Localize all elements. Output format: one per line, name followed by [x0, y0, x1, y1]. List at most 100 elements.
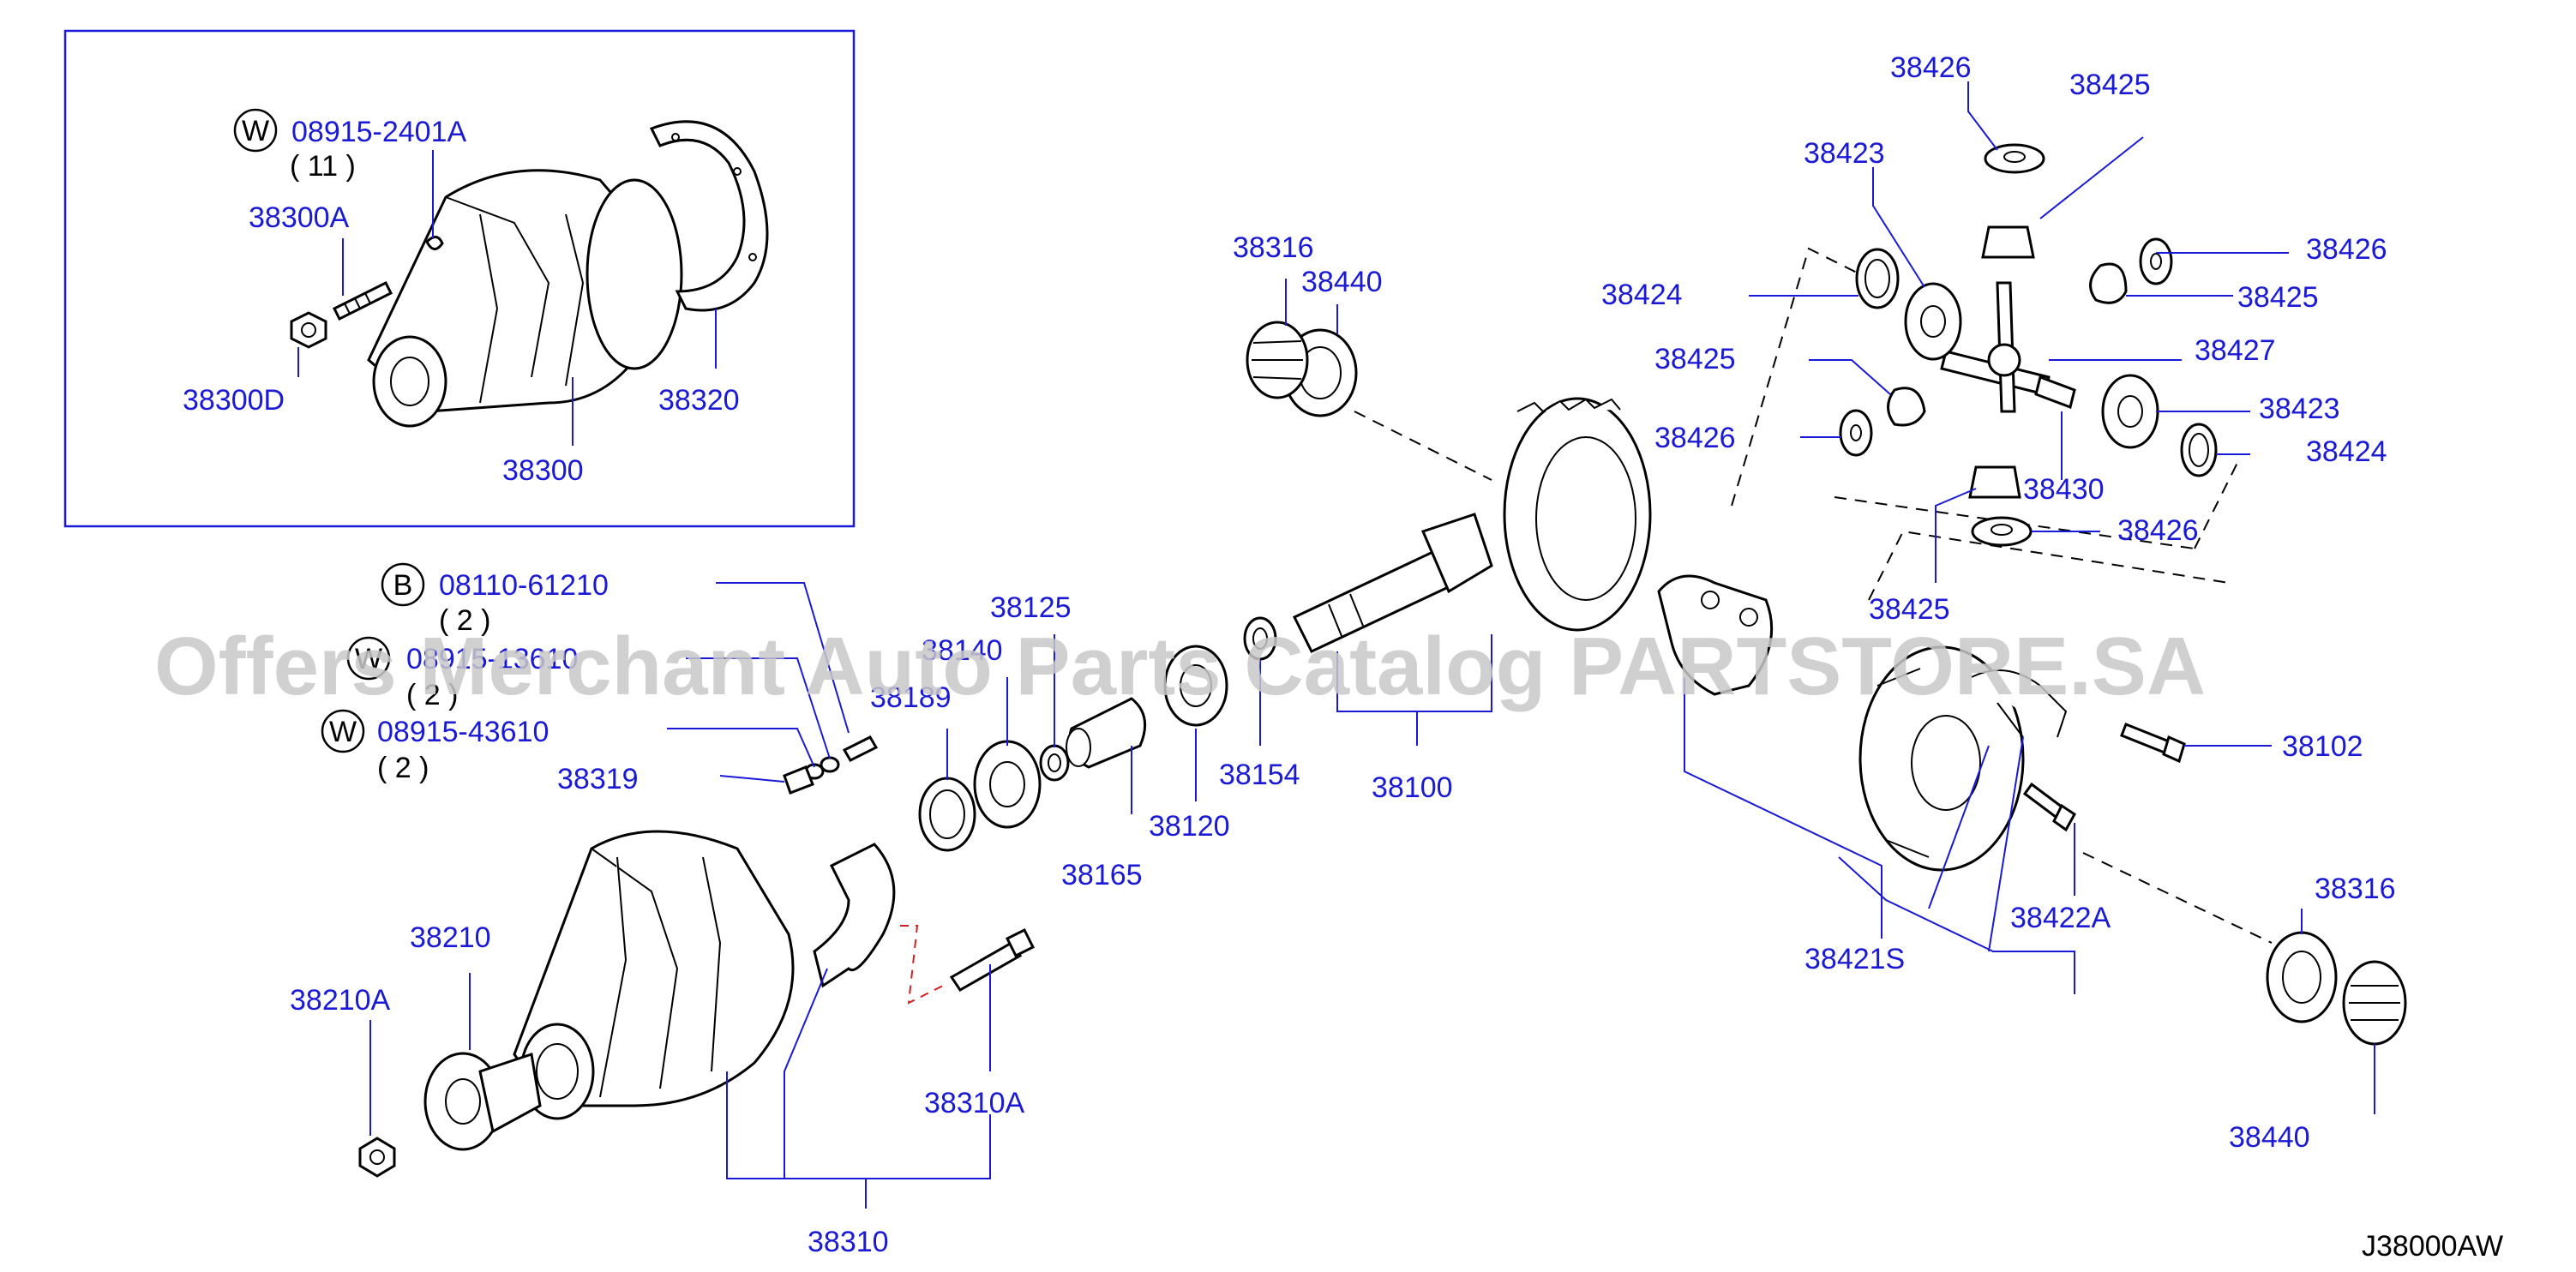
bearing-38440-lower[interactable] [2266, 931, 2338, 1023]
part-label: 38426 [2306, 233, 2387, 266]
ring-gear-38100[interactable] [1503, 397, 1652, 632]
leader-lines [369, 81, 2375, 1209]
part-label: 38210 [410, 921, 491, 954]
part-label: 38120 [1149, 810, 1230, 843]
w-badge-08915-2401A: W [233, 108, 278, 153]
assembly-axis-dashed [1354, 411, 1492, 481]
part-label: 08915-13610 [406, 643, 578, 675]
part-label: 38424 [2306, 435, 2387, 468]
svg-text:W: W [242, 115, 269, 147]
internals-dashed-outline [1868, 530, 2230, 601]
thrust-washer-38426-left[interactable] [1839, 409, 1873, 457]
bearing-38140[interactable] [973, 740, 1042, 829]
differential-case-38421S[interactable] [1858, 645, 2025, 872]
b-badge-08110-61210: B [381, 562, 425, 607]
assembly-inset-frame [63, 29, 856, 528]
thrust-washer-38426-right[interactable] [2139, 237, 2173, 285]
part-label: 38100 [1372, 771, 1453, 804]
differential-case-half-38421S[interactable] [1657, 574, 1774, 696]
nut-38210A[interactable] [358, 1137, 396, 1178]
part-label: 38427 [2195, 334, 2276, 367]
side-gear-38423-left[interactable] [1904, 282, 1962, 361]
bolt-38310A[interactable] [949, 927, 1036, 992]
bearing-race-38316-lower[interactable] [2342, 960, 2407, 1046]
part-label: 38426 [1654, 422, 1736, 454]
pinion-mate-38425-right[interactable] [2089, 262, 2128, 304]
svg-text:B: B [393, 569, 413, 602]
pinion-mate-38425-left[interactable] [1887, 387, 1926, 427]
oil-seal-38189[interactable] [918, 777, 976, 852]
bearing-cap-38310[interactable] [813, 843, 896, 988]
w-badge-08915-43610: W [321, 709, 365, 753]
bolt-38102[interactable] [2120, 723, 2186, 764]
quantity-label: ( 2 ) [406, 679, 458, 711]
side-gear-38423-right[interactable] [2101, 374, 2159, 449]
part-label: 38300A [249, 201, 350, 234]
part-label: 38316 [2315, 873, 2396, 905]
pin-38430[interactable] [2034, 375, 2076, 409]
quantity-label: ( 2 ) [439, 604, 490, 637]
stud-38300A[interactable] [332, 280, 393, 321]
pinion-mate-38425-bottom[interactable] [1968, 465, 2021, 499]
part-label: 38423 [1804, 137, 1885, 170]
part-label: 38319 [557, 763, 639, 795]
lock-plate-38421S[interactable] [1971, 669, 2068, 738]
part-label: 08915-2401A [291, 116, 467, 148]
svg-text:W: W [329, 716, 357, 748]
watermark-text: Offers Merchant Auto Parts Catalog PARTS… [154, 621, 2206, 712]
part-label: 38423 [2259, 393, 2340, 425]
part-label: 38440 [1301, 266, 1383, 298]
part-label: 38310A [924, 1087, 1025, 1119]
washer-38154[interactable] [1243, 616, 1277, 661]
thrust-washer-38424-left[interactable] [1855, 248, 1900, 309]
w-badge-08915-13610: W [346, 636, 391, 681]
bearing-38120[interactable] [1163, 645, 1228, 727]
nut-38300D[interactable] [290, 311, 327, 349]
svg-text:W: W [355, 643, 382, 675]
part-label: 38425 [1654, 343, 1736, 375]
bracket-38319[interactable] [783, 765, 814, 795]
thrust-washer-38426-bottom[interactable] [1971, 516, 2033, 547]
washer-08915-2401A[interactable] [425, 236, 444, 250]
part-label: 38440 [2229, 1121, 2310, 1154]
part-label: 38422A [2010, 902, 2111, 934]
part-label: 38300D [183, 384, 285, 417]
part-label: 38165 [1061, 859, 1143, 891]
diagram-code: J38000AW [2362, 1230, 2503, 1263]
internals-dashed-outline [2194, 462, 2238, 549]
drive-pinion-38100[interactable] [1292, 513, 1493, 653]
pinion-mate-38425-top[interactable] [1981, 225, 2035, 259]
quantity-label: ( 2 ) [377, 752, 429, 784]
part-label: 38310 [808, 1226, 889, 1258]
quantity-label: ( 11 ) [290, 150, 356, 183]
part-label: 38320 [658, 384, 740, 417]
part-label: 08915-43610 [377, 716, 549, 748]
thrust-washer-38424-right[interactable] [2180, 423, 2218, 477]
part-label: 38425 [1869, 593, 1950, 626]
part-label: 38426 [1890, 51, 1972, 84]
part-label: 38424 [1601, 279, 1683, 311]
part-label: 38300 [502, 454, 584, 487]
part-label: 38426 [2117, 514, 2199, 547]
gear-carrier-38310[interactable] [513, 830, 795, 1120]
part-label: 38316 [1233, 231, 1314, 264]
flange-38210[interactable] [423, 1052, 542, 1151]
carrier-housing-38300[interactable] [367, 169, 683, 428]
bolt-08110-61210[interactable] [842, 735, 879, 762]
thrust-washer-38426-top[interactable] [1984, 143, 2045, 174]
part-label: 38189 [870, 681, 952, 714]
part-label: 38425 [2237, 281, 2319, 314]
bolt-path-dashed [900, 925, 944, 1005]
bolt-38422A[interactable] [2022, 782, 2076, 832]
gasket-38320[interactable] [649, 120, 769, 312]
bearing-race-38316-upper[interactable] [1246, 321, 1309, 399]
part-label: 38102 [2282, 730, 2363, 763]
part-label: 38140 [922, 634, 1003, 667]
part-label: 38210A [290, 984, 391, 1017]
part-label: 38125 [990, 591, 1072, 624]
part-label: 08110-61210 [439, 569, 609, 602]
washer-38125[interactable] [1039, 744, 1070, 782]
part-label: 38425 [2069, 69, 2151, 101]
spacer-38165[interactable] [1066, 697, 1147, 769]
